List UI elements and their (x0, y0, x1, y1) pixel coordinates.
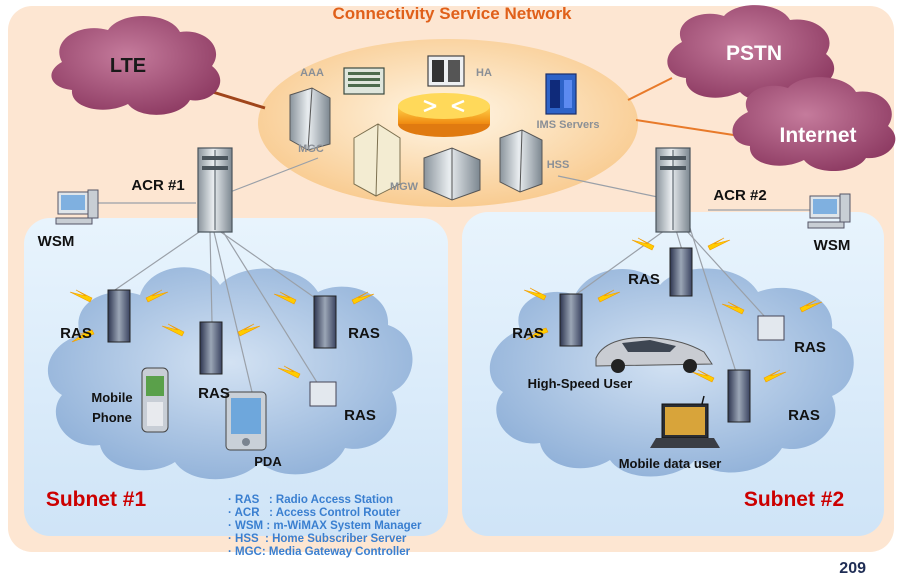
hss-server-icon (499, 129, 543, 193)
pda-icon (225, 391, 267, 451)
ha-label: HA (476, 67, 492, 79)
legend-item: · WSM : m-WiMAX System Manager (228, 520, 422, 532)
ras-label: RAS (788, 407, 820, 424)
legend-item: · MGC: Media Gateway Controller (228, 546, 411, 558)
ims-label: IMS Servers (537, 119, 600, 131)
legend-item: · RAS : Radio Access Station (228, 494, 394, 506)
wsm-2-label: WSM (814, 237, 851, 254)
high-speed-user-label: High-Speed User (528, 376, 633, 391)
subnet-2-label: Subnet #2 (744, 488, 844, 511)
wsm-1-computer-icon (55, 189, 99, 225)
router-icon (398, 93, 490, 137)
laptop-icon (650, 395, 720, 448)
ras-label: RAS (628, 271, 660, 288)
ras-label: RAS (348, 325, 380, 342)
abbreviation-legend: · RAS : Radio Access Station · ACR : Acc… (228, 494, 422, 559)
acr-2-rack-icon (655, 147, 691, 233)
core-links (78, 157, 810, 393)
mgw-label: MGW (390, 181, 419, 193)
page-number: 209 (839, 560, 866, 577)
ras-label: RAS (60, 325, 92, 342)
link-pstn-csn (627, 77, 673, 101)
ras-tower-icon (757, 315, 785, 341)
car-icon (595, 337, 713, 373)
ims-server-icon (545, 73, 577, 115)
mgw-server-icon (353, 123, 401, 197)
acr-1-label: ACR #1 (131, 177, 184, 194)
ras-tower-icon (727, 369, 751, 423)
internet-label: Internet (779, 124, 856, 147)
mobile-phone-label-line1: Mobile (91, 390, 132, 405)
wsm-2-computer-icon (807, 193, 851, 229)
ras-tower-icon (559, 293, 583, 347)
ras-label: RAS (512, 325, 544, 342)
pda-label: PDA (254, 454, 282, 469)
acr-1-rack-icon (197, 147, 233, 233)
ras-label: RAS (198, 385, 230, 402)
ras-tower-icon (309, 381, 337, 407)
mobile-phone-label-line2: Phone (92, 410, 132, 425)
lte-cloud (51, 15, 221, 115)
ras-label: RAS (344, 407, 376, 424)
ras-tower-icon (669, 247, 693, 297)
legend-item: · ACR : Access Control Router (228, 507, 401, 519)
pstn-label: PSTN (726, 42, 782, 65)
mgc-server-icon (289, 87, 331, 151)
core-server-icon (423, 147, 481, 201)
diagram-title: Connectivity Service Network (332, 4, 572, 23)
hss-label: HSS (547, 159, 570, 171)
legend-item: · HSS : Home Subscriber Server (228, 533, 407, 545)
ras-label: RAS (794, 339, 826, 356)
ras-tower-icon (199, 321, 223, 375)
link-internet-csn (635, 119, 741, 137)
internet-cloud (732, 77, 896, 172)
mobile-phone-icon (141, 367, 169, 433)
pstn-cloud (667, 5, 835, 102)
wsm-1-label: WSM (38, 233, 75, 250)
aaa-server-icon (343, 67, 385, 95)
mobile-data-user-label: Mobile data user (619, 456, 722, 471)
acr-2-label: ACR #2 (713, 187, 766, 204)
wireless-signal-icons (69, 237, 823, 383)
mgc-label: MGC (298, 143, 324, 155)
aaa-label: AAA (300, 67, 324, 79)
ras-tower-icon (313, 295, 337, 349)
ha-server-icon (427, 55, 465, 87)
subnet-1-label: Subnet #1 (46, 488, 147, 511)
ras-tower-icon (107, 289, 131, 343)
lte-label: LTE (110, 55, 146, 77)
